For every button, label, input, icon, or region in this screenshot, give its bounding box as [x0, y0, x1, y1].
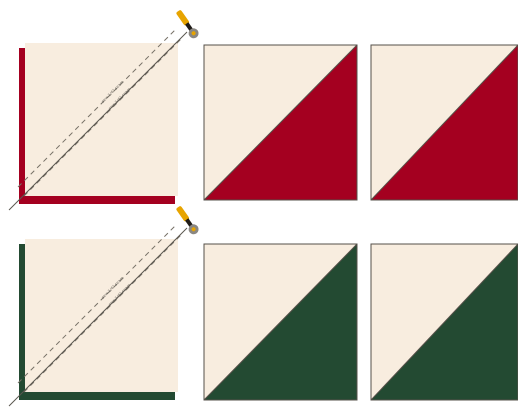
- cream-square-row-1: [25, 43, 178, 196]
- row-green: sew 1/4" seam sew 1/4" seam: [9, 204, 518, 406]
- row-red: sew 1/4" seam sew 1/4" seam: [9, 8, 518, 210]
- hst-green-2: [371, 244, 518, 400]
- rotary-cutter-icon-row-2: [174, 204, 201, 236]
- cream-square-row-2: [25, 239, 178, 392]
- hst-green-1: [204, 244, 357, 400]
- hst-red-1: [204, 45, 357, 200]
- hst-red-2: [371, 45, 518, 200]
- rotary-cutter-icon: [174, 8, 201, 40]
